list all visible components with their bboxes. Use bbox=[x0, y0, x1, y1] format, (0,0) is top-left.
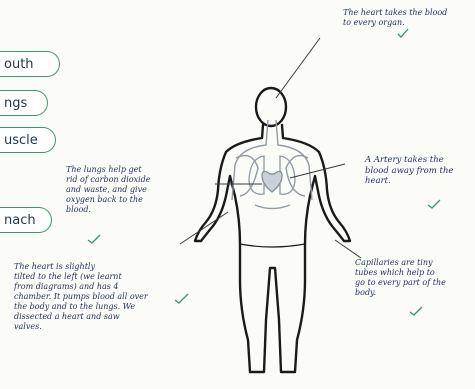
heart-icon bbox=[262, 171, 282, 192]
note-line: valves. bbox=[14, 322, 148, 332]
note-line: oxygen back to the bbox=[66, 195, 151, 205]
note-line: The heart takes the blood bbox=[343, 8, 447, 18]
label-tab-muscle[interactable]: uscle bbox=[0, 127, 56, 153]
note-line: The heart is slightly bbox=[14, 262, 148, 272]
note-lungs: The lungs help get rid of carbon dioxide… bbox=[66, 165, 151, 215]
note-line: to every organ. bbox=[343, 18, 447, 28]
note-line: body. bbox=[355, 288, 446, 298]
note-line: Capillaries are tiny bbox=[355, 258, 446, 268]
label-tab-stomach-text: nach bbox=[4, 213, 36, 228]
pointer-lines bbox=[180, 38, 361, 258]
note-line: heart. bbox=[365, 176, 453, 187]
body-outline-icon bbox=[195, 88, 350, 372]
note-capillaries: Capillaries are tiny tubes which help to… bbox=[355, 258, 446, 298]
label-tab-muscle-text: uscle bbox=[4, 133, 38, 148]
note-line: rid of carbon dioxide bbox=[66, 175, 151, 185]
label-tab-lungs-text: ngs bbox=[4, 96, 27, 111]
note-artery: A Artery takes the blood away from the h… bbox=[365, 155, 453, 187]
note-line: blood. bbox=[66, 205, 151, 215]
label-tab-mouth[interactable]: outh bbox=[0, 51, 60, 77]
label-tab-mouth-text: outh bbox=[4, 57, 34, 72]
note-line: go to every part of the bbox=[355, 278, 446, 288]
note-line: the body and to the lungs. We bbox=[14, 302, 148, 312]
note-heart-detail: The heart is slightly tilted to the left… bbox=[14, 262, 148, 332]
note-line: from diagrams) and has 4 bbox=[14, 282, 148, 292]
note-line: blood away from the bbox=[365, 166, 453, 177]
label-tab-stomach[interactable]: nach bbox=[0, 207, 52, 233]
note-line: and waste, and give bbox=[66, 185, 151, 195]
note-line: tilted to the left (we learnt bbox=[14, 272, 148, 282]
label-tab-lungs[interactable]: ngs bbox=[0, 90, 48, 116]
note-heart-blood: The heart takes the blood to every organ… bbox=[343, 8, 447, 28]
note-line: tubes which help to bbox=[355, 268, 446, 278]
note-line: dissected a heart and saw bbox=[14, 312, 148, 322]
note-line: chamber. It pumps blood all over bbox=[14, 292, 148, 302]
note-line: A Artery takes the bbox=[365, 155, 453, 166]
circulation-loop bbox=[232, 120, 312, 209]
note-line: The lungs help get bbox=[66, 165, 151, 175]
